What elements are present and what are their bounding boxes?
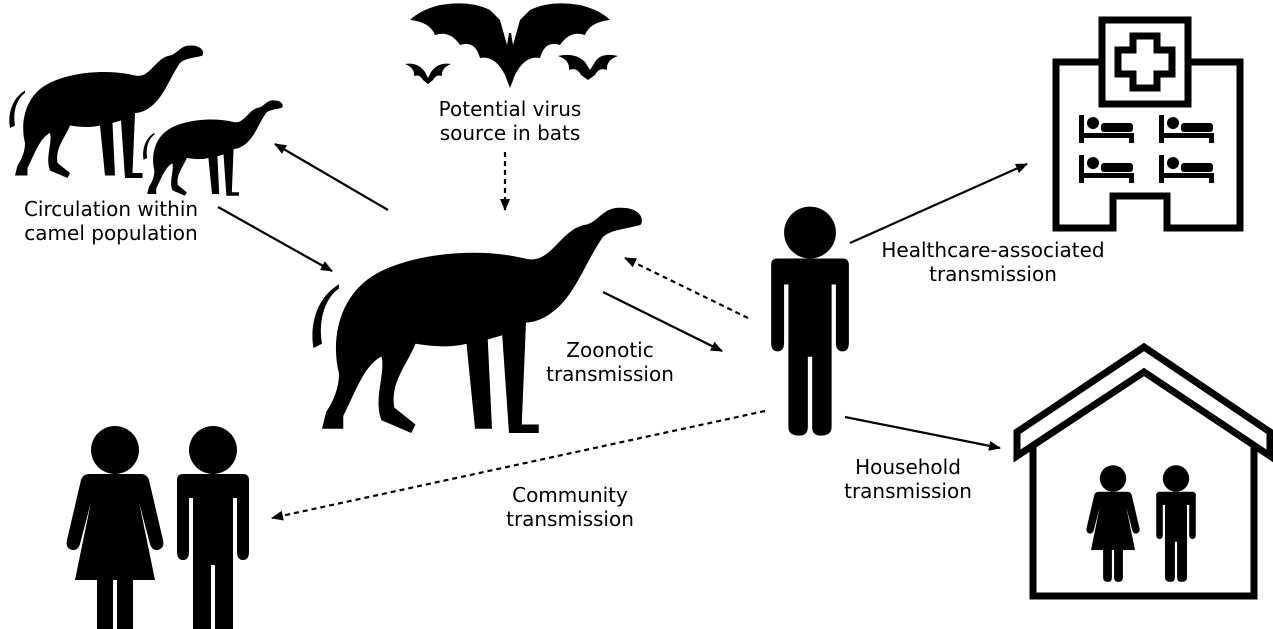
arrow-person-to-community (271, 409, 766, 521)
person-central-icon (771, 206, 849, 436)
arrow-herd-to-camel (217, 206, 333, 272)
camel-calf-icon (143, 100, 283, 196)
arrow-person-to-house (844, 415, 1001, 451)
hospital-icon (1052, 16, 1244, 232)
bat-icon (405, 3, 618, 88)
arrow-person-to-camel (624, 257, 749, 319)
arrow-camel-to-herd (274, 143, 389, 211)
community-woman-icon (66, 426, 164, 629)
arrow-person-to-hospital (849, 162, 1028, 245)
camel-central-icon (312, 207, 642, 433)
house-icon (1013, 342, 1273, 600)
community-man-icon (177, 426, 249, 629)
arrow-camel-to-person (602, 291, 723, 352)
